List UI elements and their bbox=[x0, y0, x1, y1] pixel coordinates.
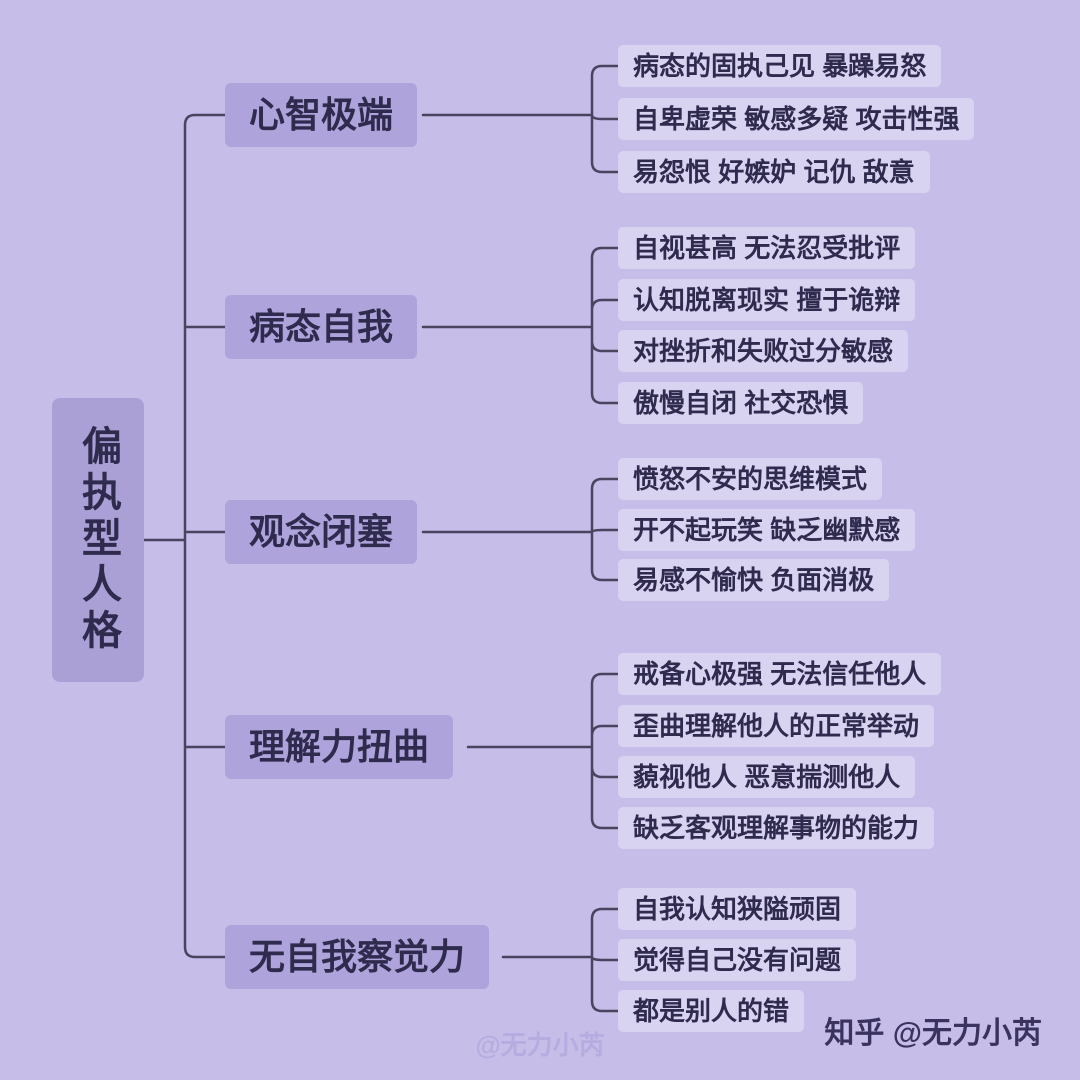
branch-node-mental-extreme: 心智极端 bbox=[225, 83, 418, 147]
leaf-node: 自卑虚荣 敏感多疑 攻击性强 bbox=[618, 98, 975, 140]
leaf-node: 藐视他人 恶意揣测他人 bbox=[618, 756, 916, 798]
leaf-node: 傲慢自闭 社交恐惧 bbox=[618, 382, 864, 424]
leaf-node: 易感不愉快 负面消极 bbox=[618, 559, 890, 601]
leaf-node: 愤怒不安的思维模式 bbox=[618, 458, 883, 500]
watermark-center: @无力小芮 bbox=[475, 1030, 605, 1060]
watermark-author: 知乎 @无力小芮 bbox=[824, 1017, 1042, 1050]
leaf-node: 戒备心极强 无法信任他人 bbox=[618, 653, 942, 695]
leaf-node: 都是别人的错 bbox=[618, 990, 805, 1032]
branch-node-pathological-self: 病态自我 bbox=[225, 295, 418, 359]
leaf-node: 认知脱离现实 擅于诡辩 bbox=[618, 279, 916, 321]
branch-node-distorted-comprehension: 理解力扭曲 bbox=[225, 715, 454, 779]
root-node: 偏执型人格 bbox=[52, 398, 144, 682]
leaf-node: 歪曲理解他人的正常举动 bbox=[618, 705, 935, 747]
leaf-node: 病态的固执己见 暴躁易怒 bbox=[618, 45, 942, 87]
leaf-node: 自我认知狭隘顽固 bbox=[618, 888, 857, 930]
leaf-node: 开不起玩笑 缺乏幽默感 bbox=[618, 509, 916, 551]
leaf-node: 觉得自己没有问题 bbox=[618, 939, 857, 981]
branch-node-closed-mind: 观念闭塞 bbox=[225, 500, 418, 564]
leaf-node: 易怨恨 好嫉妒 记仇 敌意 bbox=[618, 151, 930, 193]
leaf-node: 自视甚高 无法忍受批评 bbox=[618, 227, 916, 269]
leaf-node: 缺乏客观理解事物的能力 bbox=[618, 807, 935, 849]
leaf-node: 对挫折和失败过分敏感 bbox=[618, 330, 909, 372]
branch-node-no-self-awareness: 无自我察觉力 bbox=[225, 925, 490, 989]
